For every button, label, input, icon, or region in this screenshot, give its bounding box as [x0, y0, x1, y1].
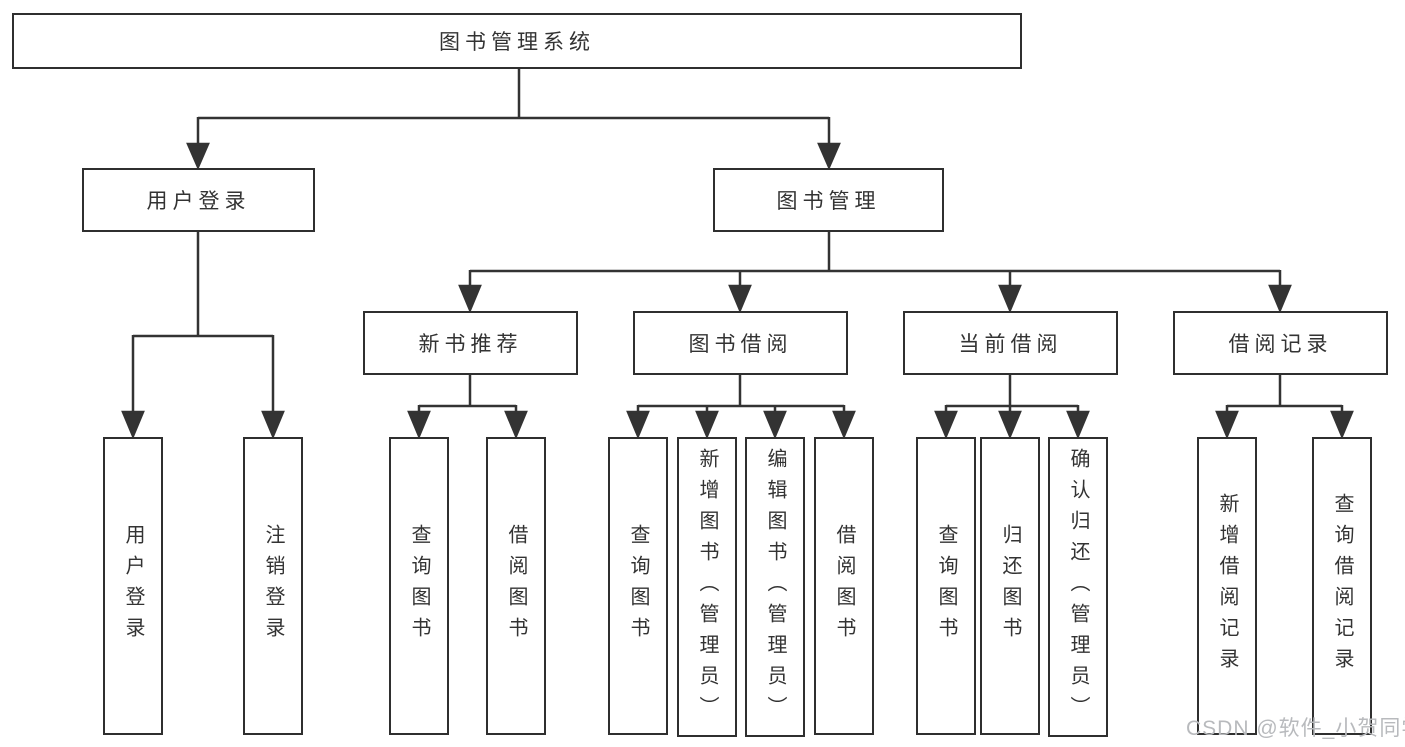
node-query-borrow-record-label: 查询借阅记录 — [1331, 493, 1353, 679]
node-current-query-books-label: 查询图书 — [935, 524, 957, 648]
node-logout: 注销登录 — [243, 437, 303, 735]
node-current-borrowing: 当前借阅 — [903, 311, 1118, 375]
node-book-borrowing: 图书借阅 — [633, 311, 848, 375]
node-edit-book-admin-label: 编辑图书（管理员） — [764, 447, 786, 727]
node-current-query-books: 查询图书 — [916, 437, 976, 735]
node-new-book-recommend: 新书推荐 — [363, 311, 578, 375]
node-newbook-query-books: 查询图书 — [389, 437, 449, 735]
node-add-book-admin: 新增图书（管理员） — [677, 437, 737, 737]
node-newbook-query-books-label: 查询图书 — [408, 524, 430, 648]
node-book-borrowing-label: 图书借阅 — [688, 333, 793, 356]
node-borrow-query-books-label: 查询图书 — [627, 524, 649, 648]
node-user-login-leaf-label: 用户登录 — [122, 524, 144, 648]
node-query-borrow-record: 查询借阅记录 — [1312, 437, 1372, 735]
node-add-borrow-record: 新增借阅记录 — [1197, 437, 1257, 735]
node-user-login: 用户登录 — [82, 168, 315, 232]
node-add-borrow-record-label: 新增借阅记录 — [1216, 493, 1238, 679]
node-logout-label: 注销登录 — [262, 524, 284, 648]
node-root: 图书管理系统 — [12, 13, 1022, 69]
node-new-book-recommend-label: 新书推荐 — [418, 333, 523, 356]
node-borrow-borrow-books: 借阅图书 — [814, 437, 874, 735]
node-borrow-borrow-books-label: 借阅图书 — [833, 524, 855, 648]
node-root-label: 图书管理系统 — [439, 31, 595, 54]
node-borrow-query-books: 查询图书 — [608, 437, 668, 735]
node-return-books: 归还图书 — [980, 437, 1040, 735]
node-confirm-return-admin-label: 确认归还（管理员） — [1067, 447, 1089, 727]
node-book-management-label: 图书管理 — [776, 190, 881, 213]
node-book-management: 图书管理 — [713, 168, 944, 232]
node-edit-book-admin: 编辑图书（管理员） — [745, 437, 805, 737]
node-current-borrowing-label: 当前借阅 — [958, 333, 1063, 356]
node-confirm-return-admin: 确认归还（管理员） — [1048, 437, 1108, 737]
node-return-books-label: 归还图书 — [999, 524, 1021, 648]
node-newbook-borrow-books-label: 借阅图书 — [505, 524, 527, 648]
node-borrowing-records: 借阅记录 — [1173, 311, 1388, 375]
node-add-book-admin-label: 新增图书（管理员） — [696, 447, 718, 727]
node-user-login-leaf: 用户登录 — [103, 437, 163, 735]
csdn-watermark: CSDN @软件_小贺同学 — [1186, 717, 1405, 740]
node-user-login-label: 用户登录 — [146, 190, 251, 213]
node-newbook-borrow-books: 借阅图书 — [486, 437, 546, 735]
node-borrowing-records-label: 借阅记录 — [1228, 333, 1333, 356]
